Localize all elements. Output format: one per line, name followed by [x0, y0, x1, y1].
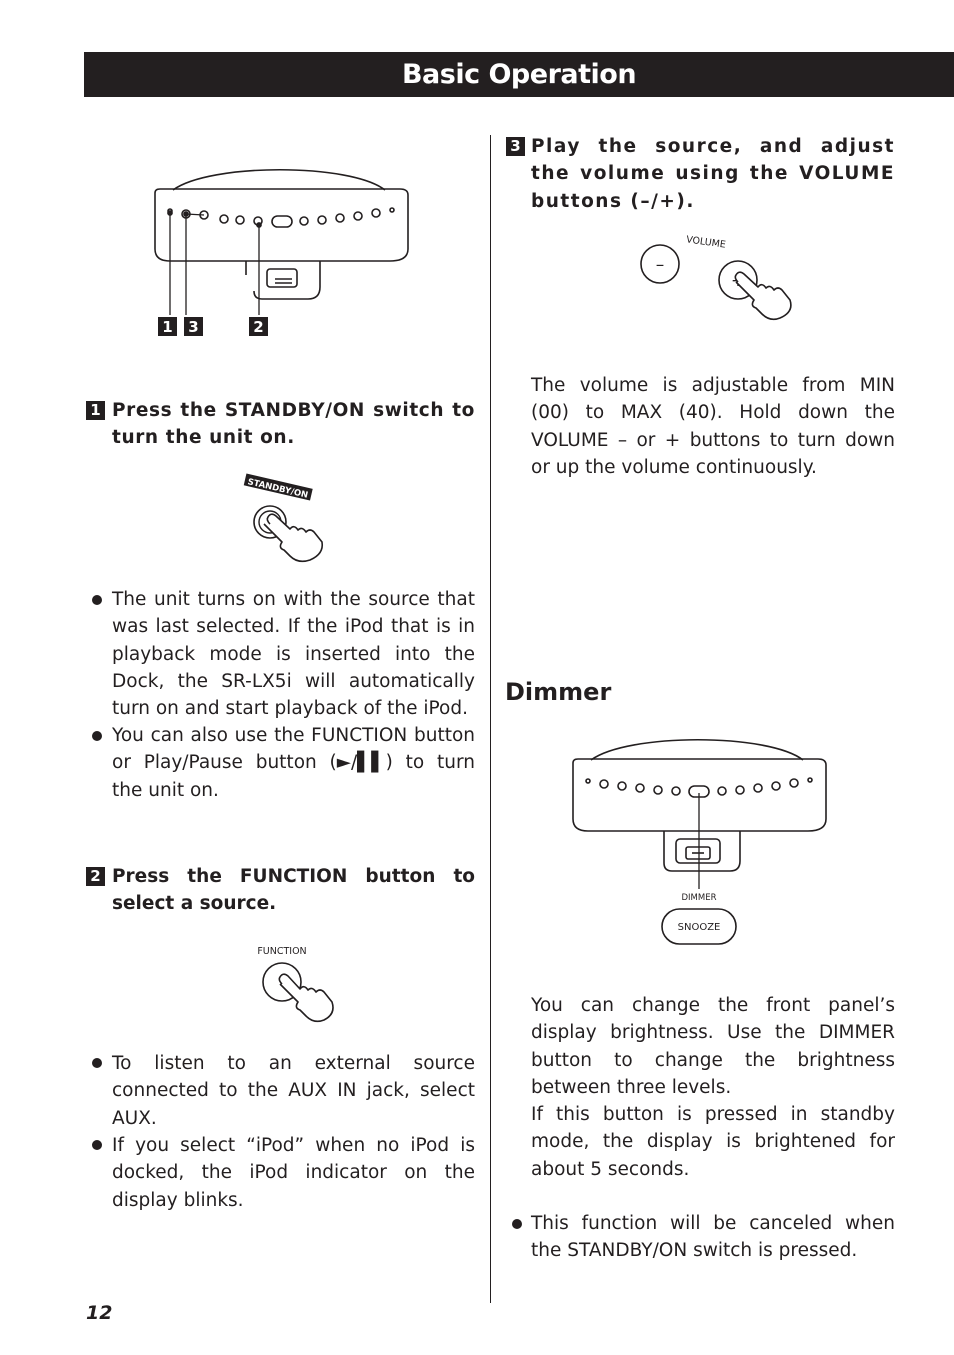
title-bar: Basic Operation	[84, 52, 954, 97]
dimmer-bullet: This function will be canceled when the …	[531, 1213, 895, 1262]
snooze-label: SNOOZE	[678, 922, 721, 933]
step1-instruction: Press the STANDBY/ON switch to turn the …	[112, 400, 475, 449]
dimmer-label: DIMMER	[682, 893, 717, 903]
minus-icon: –	[656, 255, 665, 275]
dimmer-paragraph-1: You can change the front panel’s display…	[531, 995, 895, 1098]
callout-3: 3	[188, 318, 198, 336]
step3-instruction: Play the source, and adjust the volume u…	[531, 136, 895, 212]
bullet-dot	[92, 731, 102, 741]
dimmer-paragraph-2: If this button is pressed in standby mod…	[531, 1104, 895, 1180]
bullet-dot	[92, 1140, 102, 1150]
function-button-illustration: FUNCTION	[257, 946, 334, 1023]
pointing-hand-icon	[734, 271, 792, 321]
volume-buttons-illustration: VOLUME – +	[640, 234, 792, 321]
page-title: Basic Operation	[401, 59, 637, 90]
step2-bullet-1: To listen to an external source connecte…	[112, 1053, 475, 1129]
dimmer-device-illustration: DIMMER SNOOZE	[572, 738, 827, 945]
bullet-dot	[512, 1219, 522, 1229]
step1-bullet-1: The unit turns on with the source that w…	[112, 589, 475, 720]
page-number: 12	[86, 1302, 113, 1324]
column-divider	[490, 135, 491, 1303]
bullet-dot	[92, 1058, 102, 1068]
standby-label: STANDBY/ON	[247, 477, 309, 501]
pointing-hand-icon	[263, 513, 324, 563]
callout-2: 2	[253, 318, 263, 336]
step2-number: 2	[86, 867, 105, 886]
step2-bullet-2: If you select “iPod” when no iPod is doc…	[112, 1135, 475, 1211]
dimmer-heading: Dimmer	[505, 678, 612, 706]
step2-instruction: Press the FUNCTION button to select a so…	[112, 866, 475, 915]
volume-label: VOLUME	[685, 234, 726, 250]
device-front-illustration: 1 3 2	[154, 168, 409, 336]
volume-note: The volume is adjustable from MIN (00) t…	[531, 375, 895, 478]
bullet-dot	[92, 595, 102, 605]
pointing-hand-icon	[278, 973, 334, 1023]
step3-number: 3	[506, 137, 525, 156]
step1-number: 1	[86, 401, 105, 420]
standby-button-illustration: STANDBY/ON	[243, 473, 324, 563]
function-label: FUNCTION	[257, 946, 306, 957]
step1-bullet-2: You can also use the FUNCTION button or …	[112, 725, 475, 801]
callout-1: 1	[162, 318, 172, 336]
